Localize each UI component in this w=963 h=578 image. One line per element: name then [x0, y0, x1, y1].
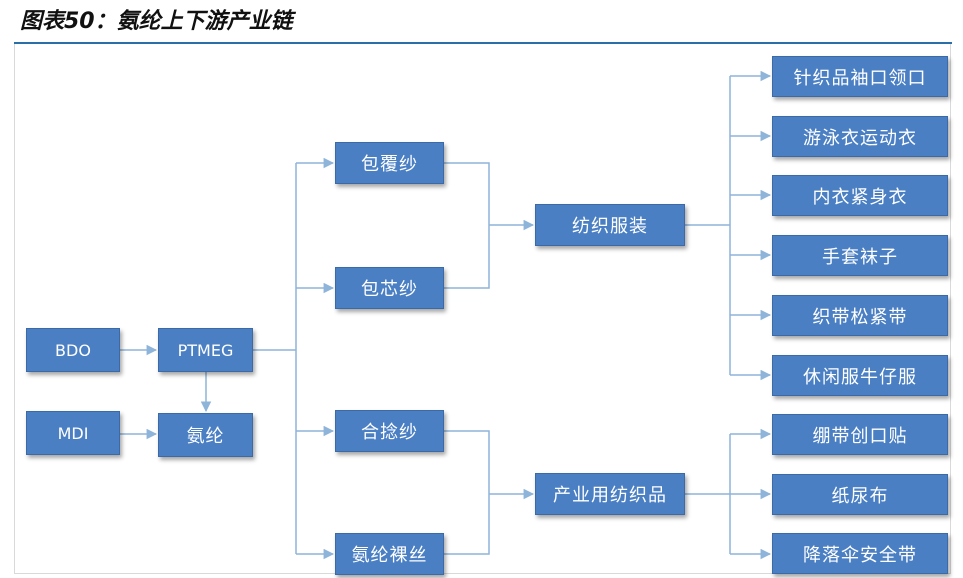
node-parachute-seatbelt: 降落伞安全带	[772, 533, 948, 574]
node-spandex: 氨纶	[158, 413, 253, 457]
connector-yarns-to-apparel	[444, 162, 533, 289]
node-core-spun-yarn: 包芯纱	[335, 267, 444, 309]
chart-title: 图表50：氨纶上下游产业链	[20, 9, 293, 34]
node-plied-yarn: 合捻纱	[335, 410, 444, 452]
node-diaper: 纸尿布	[772, 474, 948, 515]
node-gloves-socks: 手套袜子	[772, 235, 948, 276]
connector-ptmeg-bus	[253, 163, 297, 554]
node-swim-sportswear: 游泳衣运动衣	[772, 116, 948, 157]
node-covered-yarn: 包覆纱	[335, 142, 444, 184]
node-textile-apparel: 纺织服装	[535, 204, 685, 246]
node-bandage-plaster: 绷带创口贴	[772, 414, 948, 455]
connector-industrial-bus	[685, 434, 731, 554]
node-bdo: BDO	[26, 328, 120, 372]
node-industrial-textiles: 产业用纺织品	[535, 473, 685, 515]
node-knit-cuff-collar: 针织品袖口领口	[772, 56, 948, 97]
node-woven-elastic-band: 织带松紧带	[772, 295, 948, 336]
node-underwear-tight: 内衣紧身衣	[772, 175, 948, 216]
connector-yarns-to-industrial	[444, 430, 533, 555]
node-bare-spandex: 氨纶裸丝	[335, 533, 444, 575]
node-mdi: MDI	[26, 411, 120, 455]
node-casual-jeans: 休闲服牛仔服	[772, 355, 948, 396]
connector-apparel-bus	[685, 76, 731, 375]
node-ptmeg: PTMEG	[158, 328, 253, 372]
diagram-frame	[14, 44, 951, 574]
title-divider	[14, 42, 952, 44]
